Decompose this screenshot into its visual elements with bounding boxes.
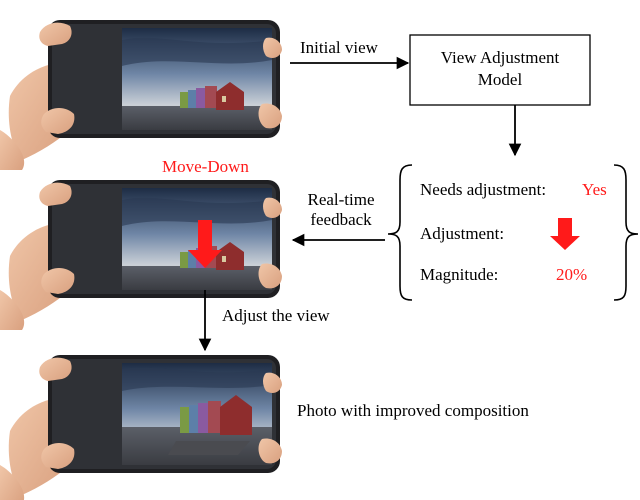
output-down-arrow-icon <box>550 218 580 250</box>
phone-initial-view <box>0 20 282 170</box>
photo-feedback <box>122 188 272 290</box>
label-realtime-line2: feedback <box>310 210 372 229</box>
screen-down-arrow-icon <box>188 220 222 268</box>
label-realtime-line1: Real-time <box>307 190 375 209</box>
label-adjust-view: Adjust the view <box>222 306 330 325</box>
photo-initial <box>122 28 272 130</box>
label-move-down: Move-Down <box>162 157 249 176</box>
needs-adjustment-value: Yes <box>582 180 607 199</box>
magnitude-label: Magnitude: <box>420 265 499 284</box>
phone-feedback <box>0 180 282 330</box>
needs-adjustment-label: Needs adjustment: <box>420 180 547 199</box>
model-title-line2: Model <box>477 70 523 89</box>
phone-improved <box>0 355 282 500</box>
model-title-line1: View Adjustment <box>440 48 560 67</box>
adjustment-label: Adjustment: <box>420 224 505 243</box>
model-box <box>409 34 591 106</box>
photo-improved <box>122 363 272 465</box>
right-brace <box>613 164 639 301</box>
label-initial-view: Initial view <box>300 38 378 57</box>
label-improved-composition: Photo with improved composition <box>297 401 529 420</box>
magnitude-value: 20% <box>556 265 588 284</box>
left-brace <box>387 164 413 301</box>
